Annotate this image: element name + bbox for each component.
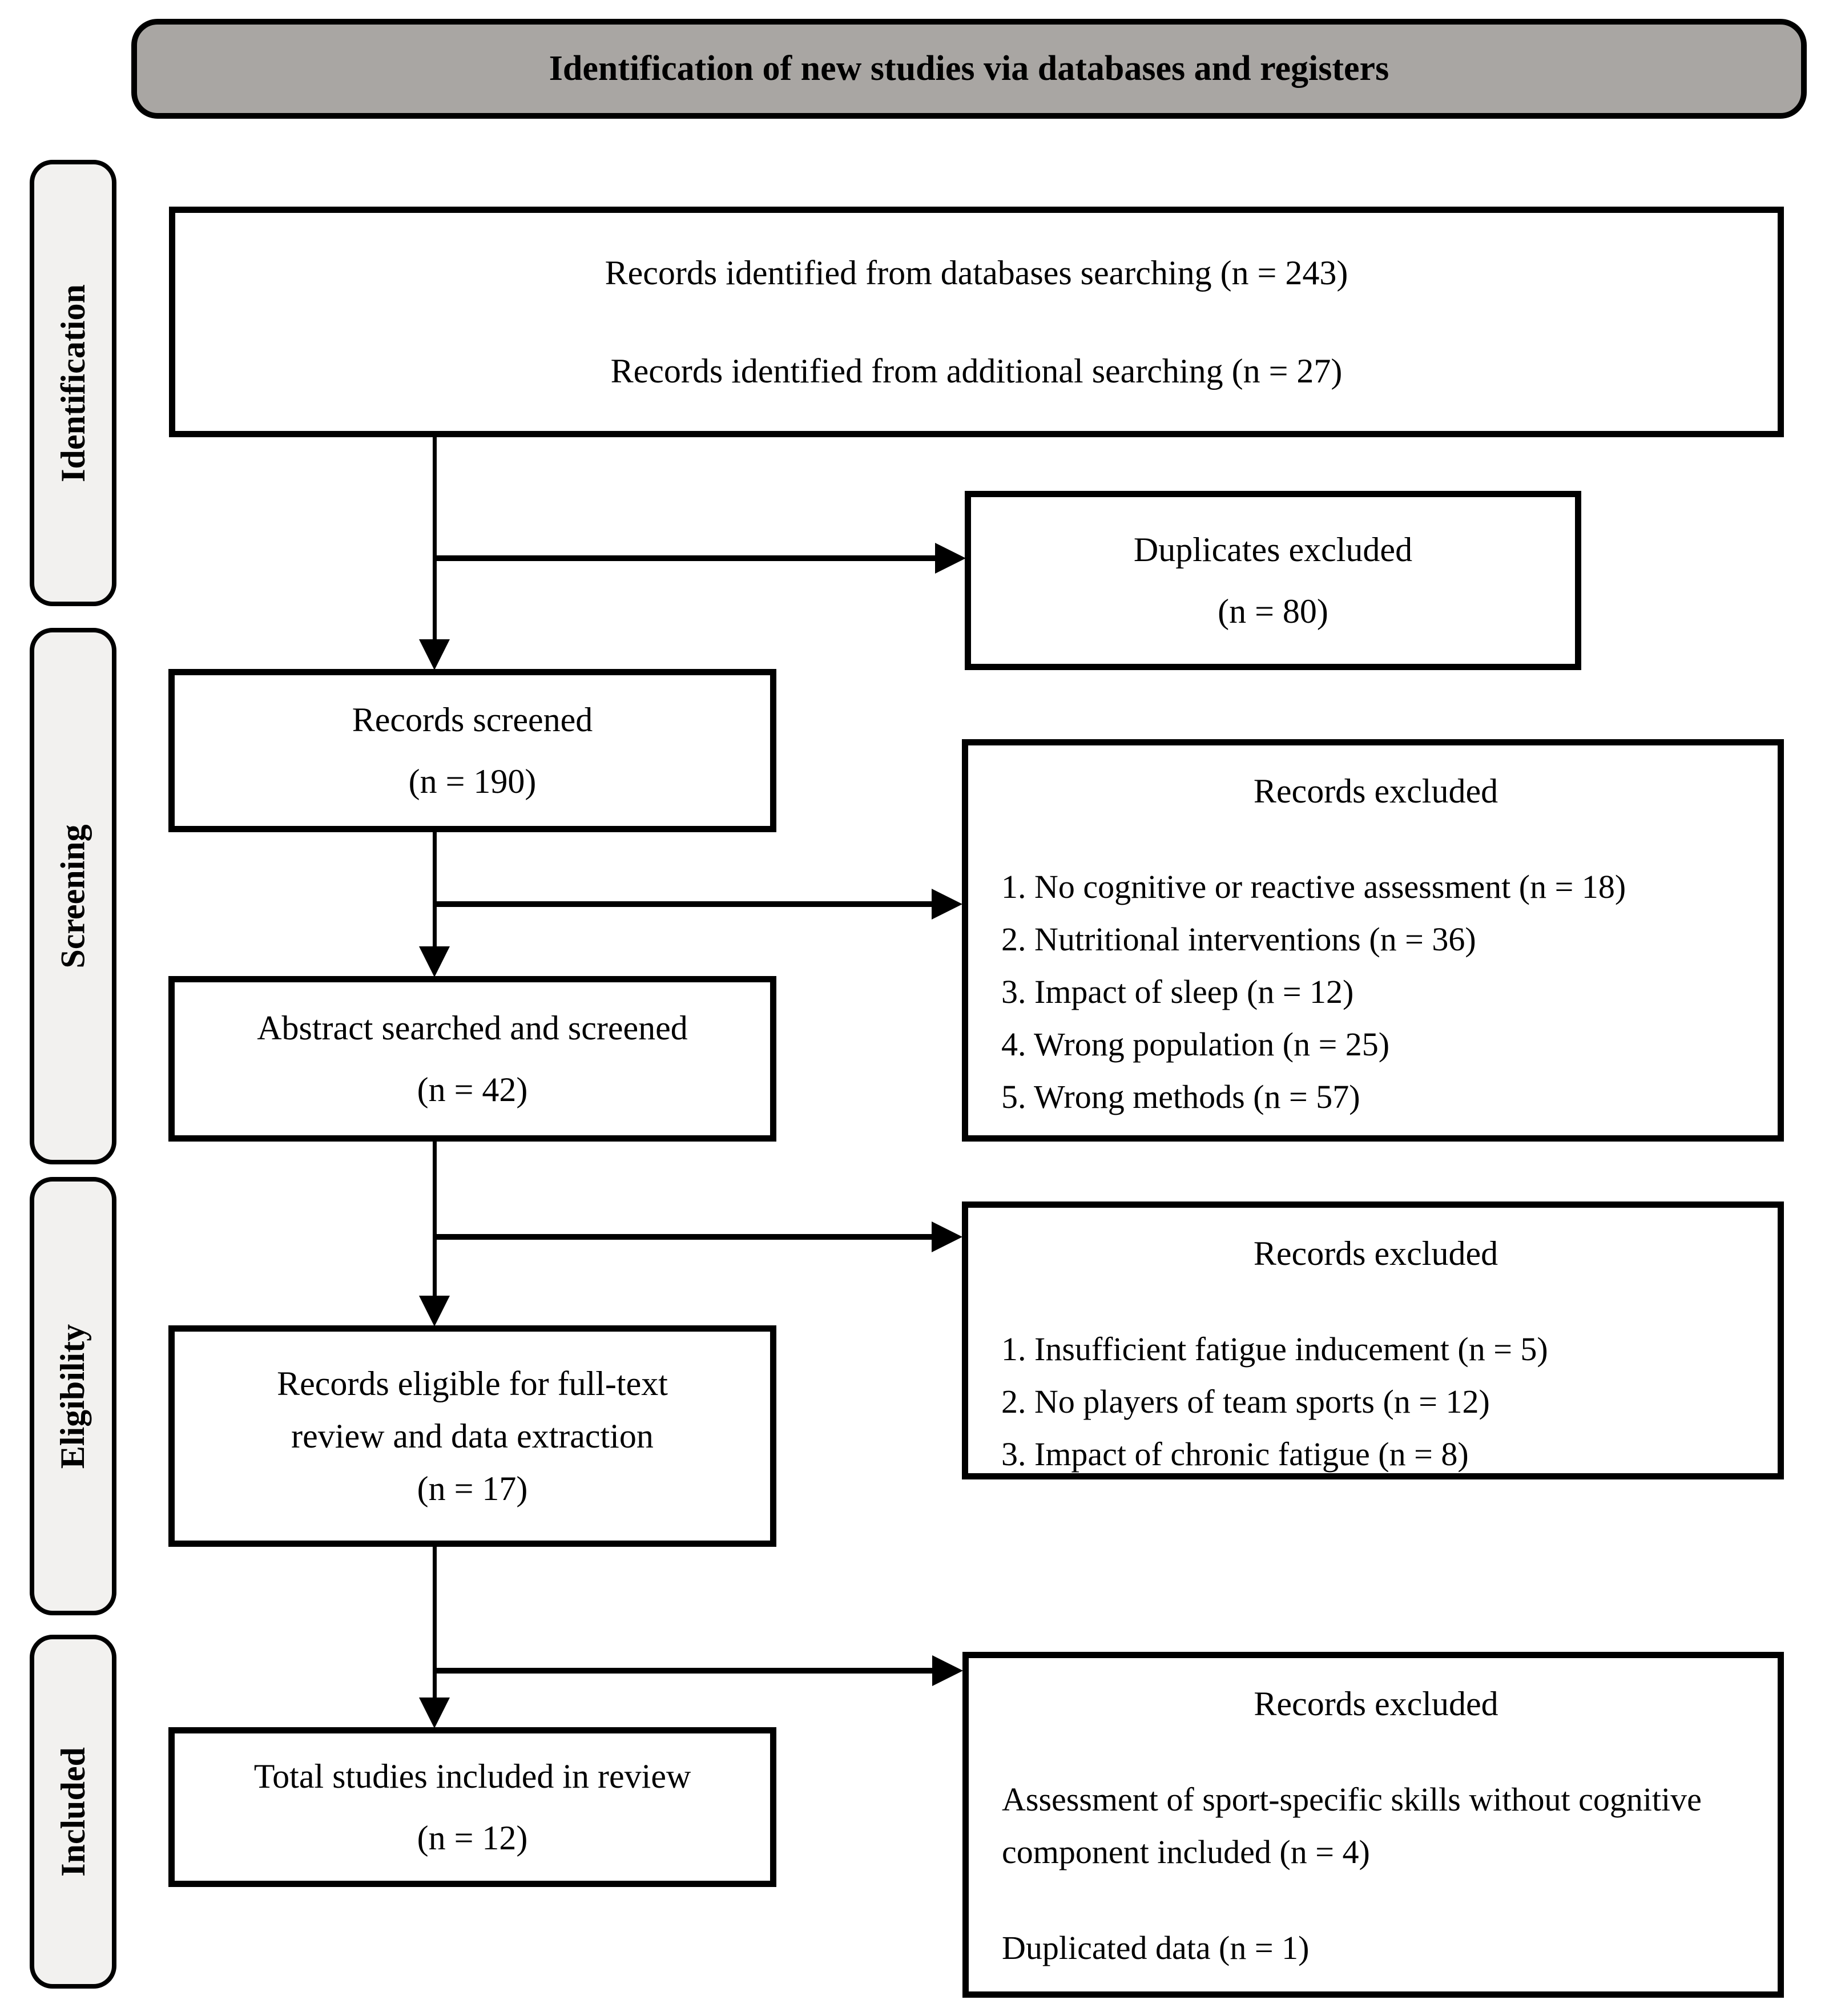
box-records-excluded-screening: Records excluded 1. No cognitive or reac…: [962, 739, 1784, 1142]
diagram-title: Identification of new studies via databa…: [549, 49, 1389, 88]
excluded-reason-list: 1. Insufficient fatigue inducement (n = …: [1001, 1323, 1750, 1481]
box-text-line: Records identified from additional searc…: [610, 352, 1343, 390]
stage-label-eligibility: Eligibility: [30, 1177, 116, 1615]
excluded-box-title: Records excluded: [1253, 1235, 1498, 1272]
arrow-down-icon: [419, 1698, 450, 1728]
box-text-line: review and data extraction: [291, 1417, 654, 1455]
box-abstract-screened: Abstract searched and screened (n = 42): [168, 976, 776, 1142]
excluded-reason: 2. Nutritional interventions (n = 36): [1001, 921, 1476, 958]
stage-label-screening: Screening: [30, 628, 116, 1164]
stage-label-text: Included: [54, 1747, 92, 1877]
box-text-line: Duplicates excluded: [1133, 531, 1413, 568]
box-records-excluded-eligibility: Records excluded 1. Insufficient fatigue…: [962, 1201, 1784, 1479]
box-text-line: Total studies included in review: [253, 1757, 691, 1795]
box-records-screened: Records screened (n = 190): [168, 669, 776, 832]
box-text-line: Records screened: [352, 701, 593, 739]
stage-label-identification: Identification: [30, 160, 116, 606]
box-text-line: Abstract searched and screened: [257, 1009, 688, 1047]
excluded-reason: 3. Impact of chronic fatigue (n = 8): [1001, 1436, 1469, 1473]
arrow-right-icon: [932, 1221, 962, 1252]
box-text-lines: Abstract searched and screened (n = 42): [175, 1002, 770, 1116]
flow-line-to-duplicates: [433, 555, 938, 561]
box-text-line: Records identified from databases search…: [605, 254, 1348, 292]
excluded-box-title: Records excluded: [1253, 772, 1498, 810]
arrow-right-icon: [932, 889, 962, 920]
excluded-reason-list: 1. No cognitive or reactive assessment (…: [1001, 861, 1750, 1123]
flow-line-abstract-down: [433, 1140, 437, 1298]
stage-label-included: Included: [30, 1635, 116, 1989]
box-text-lines: Records identified from databases search…: [175, 247, 1778, 397]
flow-line-to-excluded-eligibility: [433, 1234, 933, 1240]
box-duplicates-excluded: Duplicates excluded (n = 80): [965, 491, 1581, 670]
box-text-lines: Records eligible for full-text review and…: [175, 1357, 770, 1515]
arrow-down-icon: [419, 1296, 450, 1326]
flow-line-screened-down: [433, 831, 437, 951]
excluded-reason: 3. Impact of sleep (n = 12): [1001, 973, 1354, 1010]
box-records-identified: Records identified from databases search…: [169, 207, 1784, 437]
excluded-box-title: Records excluded: [1254, 1685, 1498, 1723]
box-total-included: Total studies included in review (n = 12): [168, 1727, 776, 1887]
excluded-reason-list: Assessment of sport-specific skills with…: [1002, 1773, 1750, 1974]
box-text-line: (n = 12): [417, 1819, 528, 1857]
box-text-line: Records eligible for full-text: [277, 1365, 668, 1402]
arrow-right-icon: [932, 1655, 963, 1686]
excluded-reason: Assessment of sport-specific skills with…: [1002, 1781, 1702, 1870]
flow-line-to-excluded-screening: [433, 901, 933, 907]
arrow-down-icon: [419, 946, 450, 977]
flow-line-identified-down: [433, 437, 437, 642]
excluded-reason: 5. Wrong methods (n = 57): [1001, 1078, 1360, 1115]
box-text-line: (n = 17): [417, 1470, 528, 1507]
arrow-right-icon: [935, 543, 966, 574]
box-text-lines: Total studies included in review (n = 12): [175, 1750, 770, 1864]
excluded-reason: 2. No players of team sports (n = 12): [1001, 1383, 1490, 1420]
box-records-excluded-included: Records excluded Assessment of sport-spe…: [962, 1652, 1784, 1998]
stage-label-text: Screening: [54, 824, 92, 969]
box-records-eligible: Records eligible for full-text review and…: [168, 1325, 776, 1547]
flow-line-eligible-down: [433, 1546, 437, 1700]
excluded-reason: 4. Wrong population (n = 25): [1001, 1026, 1390, 1063]
flow-line-to-excluded-included: [433, 1668, 934, 1674]
box-text-line: (n = 42): [417, 1071, 528, 1108]
box-text-lines: Duplicates excluded (n = 80): [971, 523, 1575, 638]
excluded-reason: 1. No cognitive or reactive assessment (…: [1001, 868, 1626, 905]
diagram-title-banner: Identification of new studies via databa…: [131, 19, 1807, 119]
box-text-lines: Records screened (n = 190): [175, 693, 770, 808]
box-text-line: (n = 80): [1218, 592, 1328, 630]
arrow-down-icon: [419, 639, 450, 670]
stage-label-text: Identification: [54, 284, 92, 482]
excluded-reason: 1. Insufficient fatigue inducement (n = …: [1001, 1330, 1548, 1368]
stage-label-text: Eligibility: [54, 1324, 92, 1469]
box-text-line: (n = 190): [408, 763, 537, 800]
excluded-reason: Duplicated data (n = 1): [1002, 1929, 1310, 1966]
